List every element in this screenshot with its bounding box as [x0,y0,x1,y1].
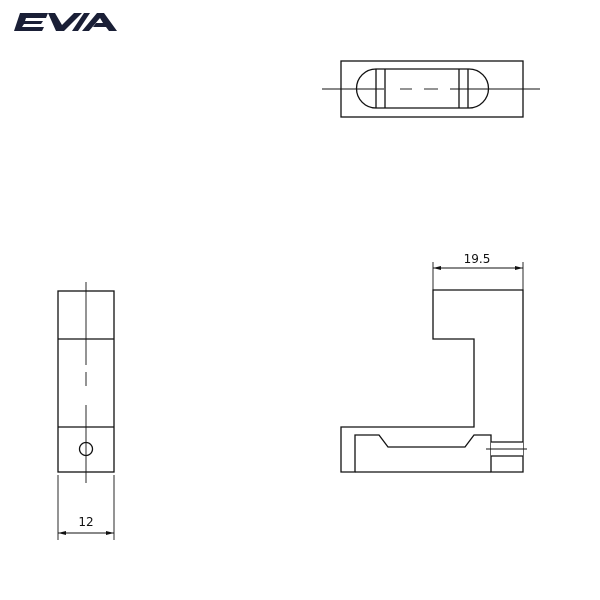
hole [78,441,94,457]
dimension-section-width: 19.5 [464,252,491,266]
section-view [340,262,527,473]
top-view [322,60,540,118]
side-view [57,282,115,540]
evia-logo [14,13,117,31]
dimension-side-width: 12 [78,515,93,529]
